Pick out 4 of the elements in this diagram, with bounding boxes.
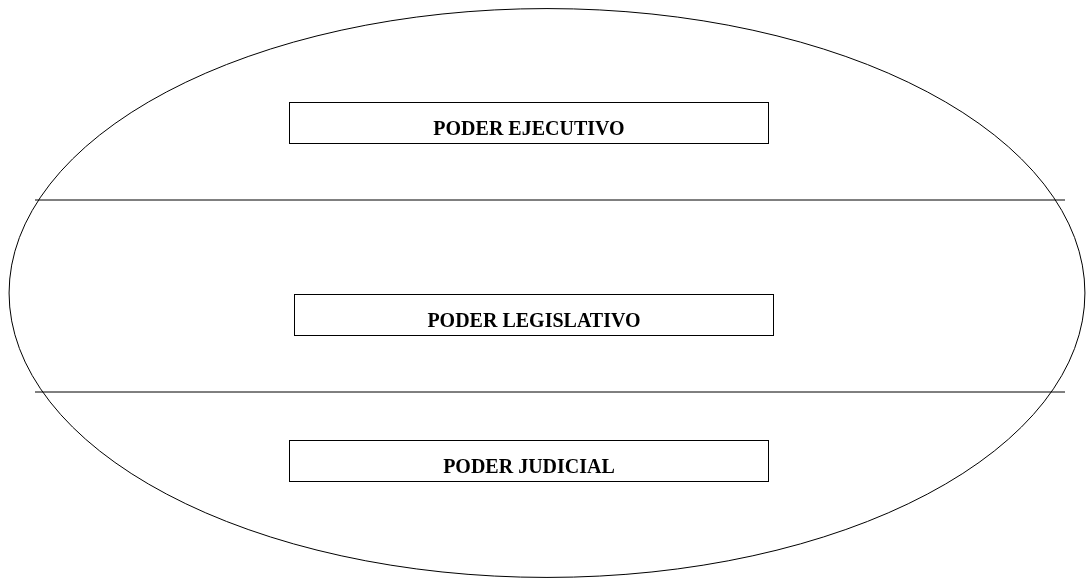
label-box: PODER EJECUTIVO (289, 102, 769, 144)
label-box: PODER LEGISLATIVO (294, 294, 774, 336)
ellipse-outline (8, 8, 1086, 578)
label-box: PODER JUDICIAL (289, 440, 769, 482)
